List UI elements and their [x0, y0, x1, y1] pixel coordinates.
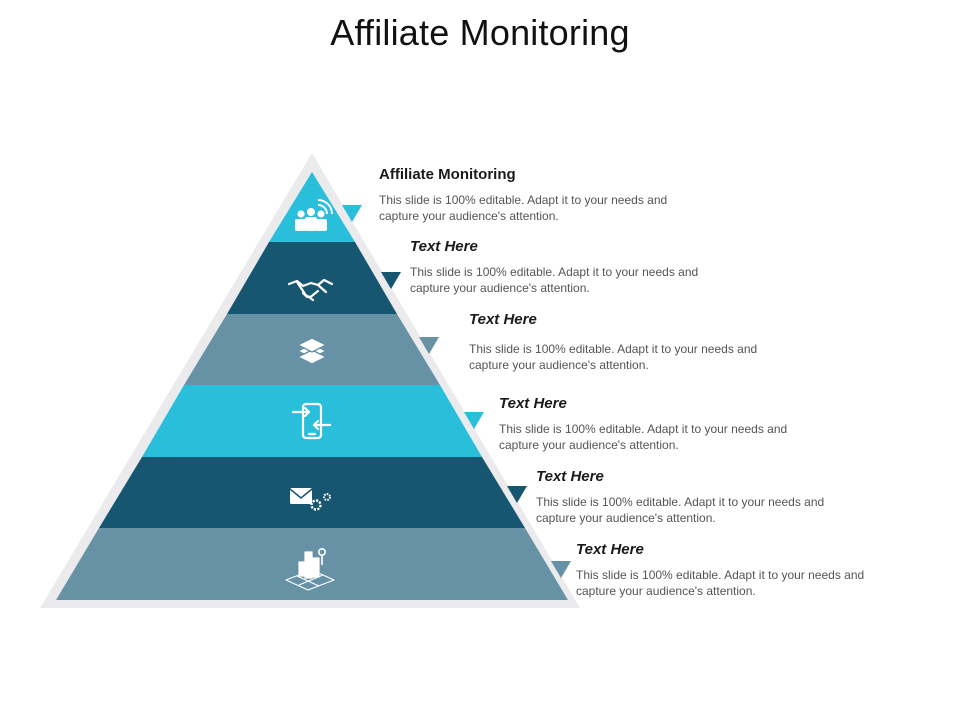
level-3-title: Text Here [469, 311, 537, 328]
pointer-2 [381, 272, 401, 289]
city-location-icon [285, 547, 335, 591]
pointer-4 [464, 412, 484, 429]
level-2-title: Text Here [410, 238, 478, 255]
level-4-block: Text Here This slide is 100% editable. A… [499, 395, 829, 453]
level-2-text: This slide is 100% editable. Adapt it to… [410, 265, 699, 295]
level-4-title: Text Here [499, 395, 567, 412]
pointer-6 [551, 561, 571, 578]
level-4-text: This slide is 100% editable. Adapt it to… [499, 422, 788, 452]
level-6-block: Text Here This slide is 100% editable. A… [576, 541, 906, 599]
mobile-transfer-icon [291, 402, 332, 440]
level-6-title: Text Here [576, 541, 644, 558]
handshake-icon [287, 278, 334, 302]
pointer-3 [419, 337, 439, 354]
level-5-block: Text Here This slide is 100% editable. A… [536, 468, 866, 526]
level-1-title: Affiliate Monitoring [379, 166, 516, 183]
pyramid-layer-2 [227, 242, 397, 314]
mail-settings-icon [289, 488, 331, 511]
level-1-text: This slide is 100% editable. Adapt it to… [379, 193, 668, 223]
level-1-block: Affiliate Monitoring This slide is 100% … [379, 166, 709, 224]
users-broadcast-icon [295, 199, 333, 231]
level-5-title: Text Here [536, 468, 604, 485]
pyramid-layer-1 [269, 172, 355, 242]
pyramid-layer-4 [142, 385, 482, 457]
pointer-5 [507, 486, 527, 503]
layers-icon [297, 337, 327, 365]
level-6-text: This slide is 100% editable. Adapt it to… [576, 568, 865, 598]
level-3-block: Text Here This slide is 100% editable. A… [469, 311, 799, 373]
level-3-text: This slide is 100% editable. Adapt it to… [469, 342, 758, 372]
page-title: Affiliate Monitoring [330, 12, 630, 53]
level-2-block: Text Here This slide is 100% editable. A… [410, 238, 740, 296]
pointer-1 [342, 205, 362, 222]
level-5-text: This slide is 100% editable. Adapt it to… [536, 495, 825, 525]
